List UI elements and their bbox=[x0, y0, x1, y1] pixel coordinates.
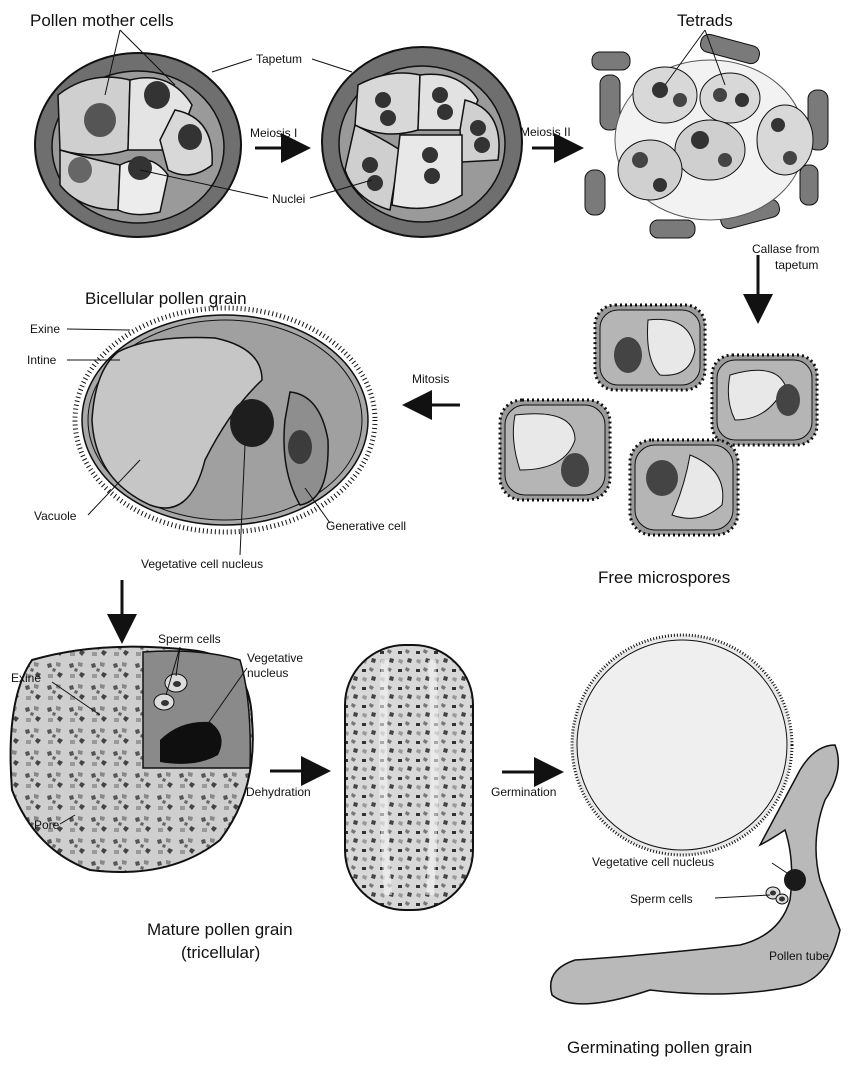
label-callase-line1: Callase from bbox=[752, 242, 819, 256]
microspore-3 bbox=[500, 400, 610, 500]
label-vegetative-cell-nucleus: Vegetative cell nucleus bbox=[141, 557, 263, 571]
label-free-microspores: Free microspores bbox=[598, 568, 730, 587]
label-vegetative-cell-nucleus-germ: Vegetative cell nucleus bbox=[592, 855, 714, 869]
label-intine: Intine bbox=[27, 353, 57, 367]
label-generative-cell: Generative cell bbox=[326, 519, 406, 533]
mature-pollen-grain bbox=[11, 647, 253, 872]
label-exine-bicellular: Exine bbox=[30, 322, 60, 336]
label-germinating-pollen-grain: Germinating pollen grain bbox=[567, 1038, 752, 1057]
label-germination: Germination bbox=[491, 785, 556, 799]
dehydrated-pollen-grain bbox=[345, 645, 473, 910]
microspore-1 bbox=[595, 305, 705, 390]
label-dehydration: Dehydration bbox=[246, 785, 311, 799]
label-mature-line2: (tricellular) bbox=[181, 943, 260, 962]
microspore-4 bbox=[630, 440, 738, 535]
pollen-mother-cells-anther bbox=[35, 53, 241, 237]
label-pollen-tube: Pollen tube bbox=[769, 949, 829, 963]
label-sperm-cells: Sperm cells bbox=[158, 632, 221, 646]
label-mature-line1: Mature pollen grain bbox=[147, 920, 293, 939]
label-tetrads: Tetrads bbox=[677, 11, 733, 30]
label-pollen-mother-cells: Pollen mother cells bbox=[30, 11, 174, 30]
label-nuclei: Nuclei bbox=[272, 192, 305, 206]
label-pore: Pore bbox=[34, 818, 60, 832]
label-exine-mature: Exine bbox=[11, 671, 41, 685]
label-mitosis: Mitosis bbox=[412, 372, 449, 386]
label-callase-line2: tapetum bbox=[775, 258, 818, 272]
tetrads-group bbox=[585, 33, 828, 238]
meiosis-1-anther bbox=[322, 47, 522, 237]
label-sperm-cells-germ: Sperm cells bbox=[630, 892, 693, 906]
label-vegetative-nucleus-line2: nucleus bbox=[247, 666, 288, 680]
label-meiosis-1: Meiosis I bbox=[250, 126, 297, 140]
label-vacuole: Vacuole bbox=[34, 509, 77, 523]
microspore-2 bbox=[712, 355, 817, 445]
label-tapetum: Tapetum bbox=[256, 52, 302, 66]
bicellular-pollen-grain bbox=[75, 308, 375, 532]
label-bicellular-pollen-grain: Bicellular pollen grain bbox=[85, 289, 247, 308]
label-vegetative-nucleus-line1: Vegetative bbox=[247, 651, 303, 665]
label-meiosis-2: Meiosis II bbox=[520, 125, 571, 139]
free-microspores bbox=[500, 305, 817, 535]
